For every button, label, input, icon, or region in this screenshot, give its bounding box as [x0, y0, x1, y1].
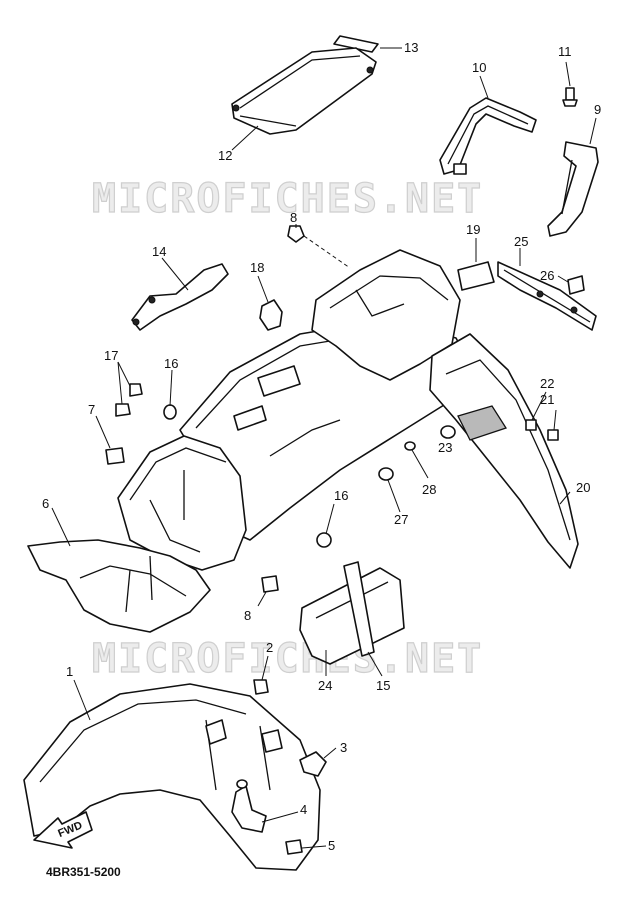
callout-3: 3 [340, 740, 347, 755]
part-16-grommet-lower [316, 532, 332, 548]
leader-lines [51, 47, 597, 849]
part-20-rear-fender-extension [429, 333, 579, 569]
part-27-collar [378, 467, 394, 481]
callout-6: 6 [42, 496, 49, 511]
callout-27: 27 [394, 512, 408, 527]
callout-16-upper: 16 [164, 356, 178, 371]
part-23-collar [440, 425, 456, 439]
part-26-bolt [567, 275, 585, 295]
watermark-bottom: MICROFICHES.NET [92, 636, 483, 682]
callout-11: 11 [558, 44, 572, 59]
callout-9: 9 [594, 102, 601, 117]
callout-20: 20 [576, 480, 590, 495]
callout-8-lower: 8 [244, 608, 251, 623]
part-4-bracket [231, 779, 267, 833]
callout-12: 12 [218, 148, 232, 163]
rear-fender-body [179, 249, 471, 541]
part-22-nut [525, 419, 537, 431]
fwd-arrow-icon: FWD [33, 811, 93, 849]
part-16-grommet-upper [163, 404, 177, 420]
callout-26: 26 [540, 268, 554, 283]
drawing-code: 4BR351-5200 [46, 865, 121, 879]
part-17-screws [115, 383, 143, 417]
part-21-bolt [547, 429, 559, 441]
part-28-washer [404, 441, 416, 451]
callout-14: 14 [152, 244, 166, 259]
callout-28: 28 [422, 482, 436, 497]
callout-25: 25 [514, 234, 528, 249]
callout-15: 15 [376, 678, 390, 693]
watermark-top: MICROFICHES.NET [92, 176, 483, 222]
part-9-bracket [547, 141, 599, 237]
part-25-plate-bracket [497, 261, 597, 331]
callout-22: 22 [540, 376, 554, 391]
part-14-stay [131, 263, 229, 331]
callout-1: 1 [66, 664, 73, 679]
callout-23: 23 [438, 440, 452, 455]
part-18-clip [259, 299, 283, 331]
part-2-bolt [253, 679, 269, 695]
callout-18: 18 [250, 260, 264, 275]
callout-4: 4 [300, 802, 307, 817]
part-7-nut [105, 447, 125, 465]
callout-labels: 13 12 10 11 9 14 18 8 19 25 26 17 16 7 2… [42, 40, 601, 853]
part-15-band [343, 561, 375, 657]
part-10-grab-bar [439, 97, 537, 175]
callout-19: 19 [466, 222, 480, 237]
callout-2: 2 [266, 640, 273, 655]
callout-21: 21 [540, 392, 554, 407]
callout-7: 7 [88, 402, 95, 417]
callout-10: 10 [472, 60, 486, 75]
part-8-bolt-lower [261, 575, 279, 593]
callout-8-top: 8 [290, 210, 297, 225]
callout-24: 24 [318, 678, 332, 693]
callout-5: 5 [328, 838, 335, 853]
callout-13: 13 [404, 40, 418, 55]
part-13-tape [333, 35, 379, 53]
part-3-cap-nut [299, 751, 327, 777]
part-11-bolt [562, 87, 578, 107]
part-19-pad [457, 261, 495, 291]
callout-17: 17 [104, 348, 118, 363]
part-6-mud-flap [27, 539, 211, 633]
callout-16-lower: 16 [334, 488, 348, 503]
part-8-bolt-top [287, 225, 351, 269]
part-12-seat-cover [231, 47, 377, 135]
part-5-bolt [285, 839, 303, 855]
